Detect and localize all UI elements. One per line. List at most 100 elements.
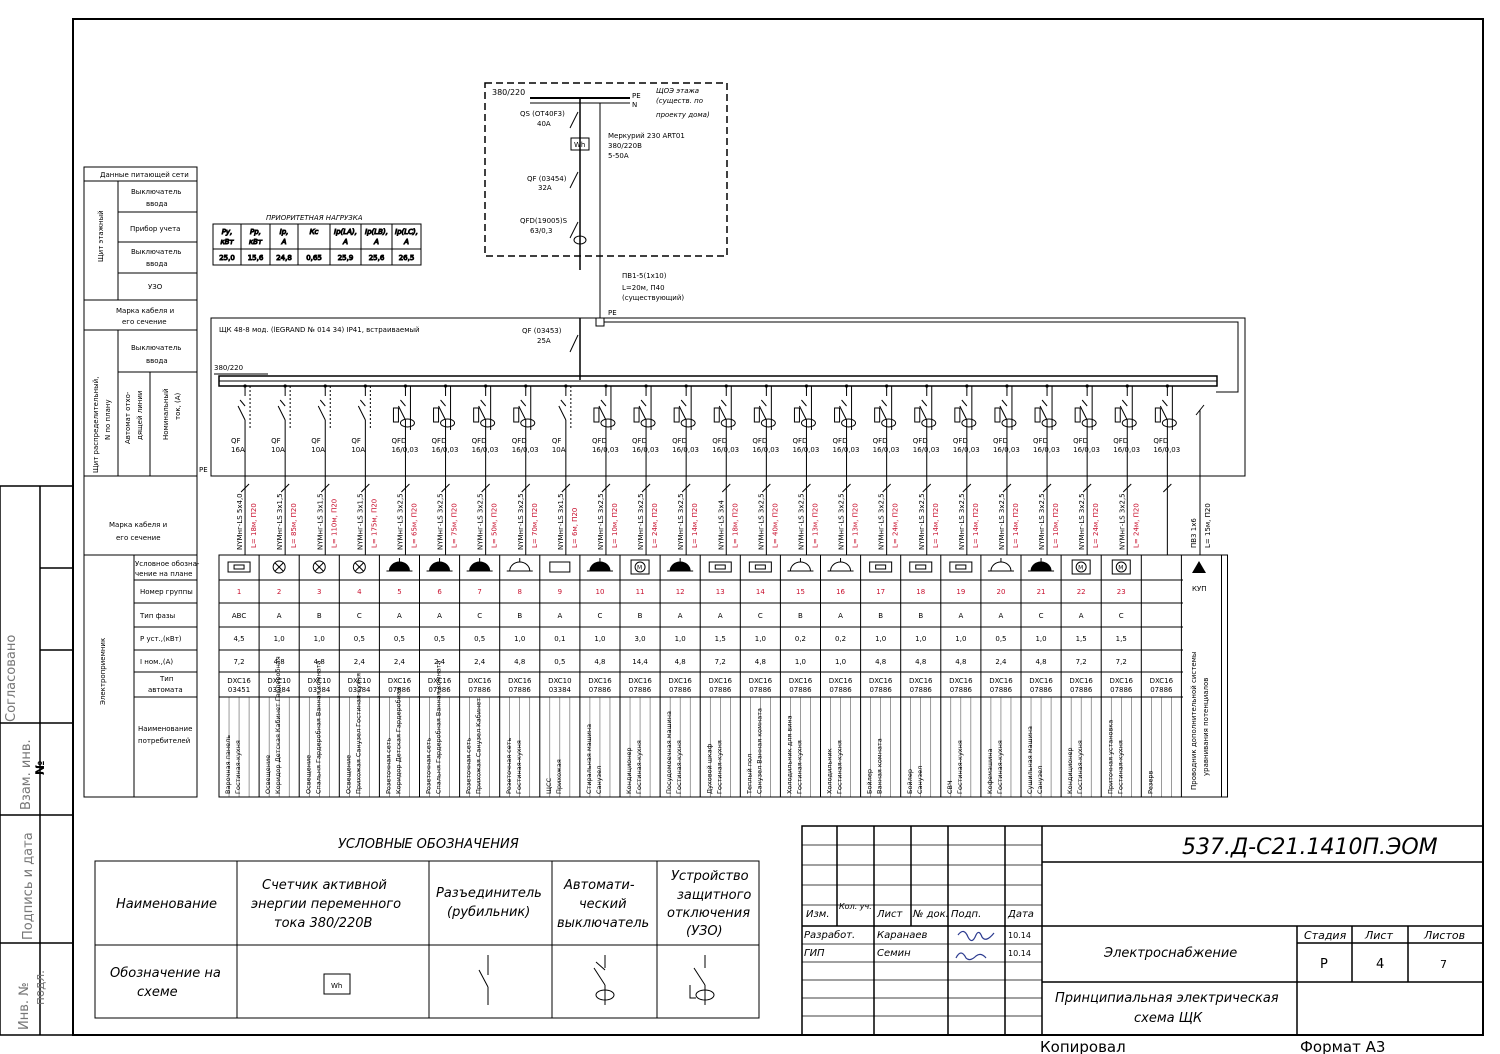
cable-brand: NYMнг-LS 3х2,5 bbox=[637, 493, 645, 550]
stamp-project: Электроснабжение bbox=[1103, 946, 1237, 961]
phase-type: A bbox=[437, 612, 442, 620]
installed-power: 0,5 bbox=[394, 635, 405, 643]
cable-brand: NYMнг-LS 3х1,5 bbox=[276, 493, 284, 550]
priority-header-unit: А bbox=[373, 238, 379, 246]
breaker-rating: 16/0,03 bbox=[792, 446, 819, 454]
socket_f-icon bbox=[386, 558, 413, 572]
lt-panel-switch-2: ввода bbox=[146, 357, 168, 365]
floor-qfd-label: QFD(19005)S bbox=[520, 217, 568, 225]
consumer-room: Гостиная-кухня bbox=[956, 740, 964, 794]
breaker-trip bbox=[760, 399, 767, 407]
cable-length: L= 175м, П20 bbox=[370, 499, 378, 548]
breaker-article: 07886 bbox=[789, 686, 812, 694]
cable-tick bbox=[320, 483, 330, 493]
bus-tap-dot bbox=[804, 384, 809, 388]
svg-text:M: M bbox=[1078, 565, 1083, 572]
bus-tap-dot bbox=[1125, 384, 1129, 388]
motor-icon: M bbox=[1111, 559, 1131, 575]
cable-tick bbox=[280, 483, 290, 493]
stamp-col-rev: Изм. bbox=[806, 909, 830, 920]
phase-type: C bbox=[758, 612, 763, 620]
breaker-rating: 16/0,03 bbox=[1033, 446, 1060, 454]
cable-brand: NYMнг-LS 3х2,5 bbox=[517, 493, 525, 550]
lamp-icon bbox=[312, 560, 326, 574]
consumer-room: Гостиная-кухня bbox=[836, 740, 844, 794]
rcd-block bbox=[633, 407, 640, 423]
legend-rcd-2: защитного bbox=[677, 888, 751, 903]
group-number: 11 bbox=[636, 588, 645, 596]
priority-header-unit: кВт bbox=[249, 238, 263, 246]
consumer-room: Санузел Ванная комната bbox=[755, 708, 763, 794]
breaker-type: QFD bbox=[672, 437, 687, 445]
breaker-contact bbox=[518, 405, 527, 421]
stamp-sheet-label: Лист bbox=[1364, 929, 1393, 942]
bus-tap-dot bbox=[484, 384, 488, 388]
rcd-coil bbox=[399, 418, 415, 428]
floor-voltage: 380/220 bbox=[492, 88, 525, 97]
rcd-coil bbox=[881, 418, 897, 428]
legend: УСЛОВНЫЕ ОБОЗНАЧЕНИЯ Наименование Обозна… bbox=[94, 837, 760, 1019]
group-number: 6 bbox=[437, 588, 442, 596]
floor-qf-rating: 32A bbox=[538, 184, 552, 192]
cable-length: L= 6м, П20 bbox=[571, 508, 579, 548]
heater-icon bbox=[227, 561, 251, 573]
motor-icon: M bbox=[630, 559, 650, 575]
breaker-rating: 16/0,03 bbox=[1073, 446, 1100, 454]
breaker-contact bbox=[879, 405, 888, 421]
cable-tick bbox=[802, 483, 811, 493]
breaker-article: 07886 bbox=[669, 686, 692, 694]
legend-meter-2: энергии переменного bbox=[251, 897, 401, 912]
breaker-contact bbox=[438, 405, 446, 421]
priority-header-unit: А bbox=[403, 238, 409, 246]
svg-text:M: M bbox=[637, 565, 642, 572]
nominal-current: 2,4 bbox=[434, 658, 446, 666]
lt-row-symbol-1: Условное обозна- bbox=[135, 560, 200, 568]
cable-brand: NYMнг-LS 3х2,5 bbox=[477, 493, 485, 550]
breaker-type: QFD bbox=[873, 437, 888, 445]
priority-header-unit: А bbox=[281, 238, 287, 246]
breaker-trip bbox=[961, 399, 968, 407]
breaker-trip bbox=[480, 399, 487, 407]
consumer-room: Коридор Детская Кабинет Гардеробная bbox=[274, 656, 282, 794]
nominal-current: 1,0 bbox=[835, 658, 846, 666]
priority-header: Ру, bbox=[222, 228, 233, 236]
stamp-copied: Копировал bbox=[1040, 1038, 1126, 1054]
consumer-name: Стиральная машина bbox=[585, 724, 593, 794]
breaker-rating: 16/0,03 bbox=[432, 446, 459, 454]
socket_f-icon bbox=[667, 558, 694, 572]
nominal-current: 2,4 bbox=[394, 658, 406, 666]
breaker-contact bbox=[839, 405, 847, 421]
priority-header: Кс bbox=[310, 228, 319, 236]
panel-voltage: 380/220 bbox=[214, 364, 243, 372]
rcd-coil bbox=[680, 418, 696, 428]
phase-type: A bbox=[557, 612, 562, 620]
cable-length: L= 18м, П20 bbox=[250, 503, 258, 548]
breaker-model: DXC16 bbox=[668, 677, 692, 685]
meter-symbol bbox=[570, 137, 590, 151]
phase-type: ABC bbox=[232, 612, 246, 620]
cable-brand: NYMнг-LS 3х2,5 bbox=[878, 493, 886, 550]
kup-length: L= 15м, П20 bbox=[1204, 503, 1212, 548]
breaker-trip bbox=[841, 399, 847, 407]
stamp-sheets: 7 bbox=[1440, 958, 1447, 971]
nominal-current: 7,2 bbox=[715, 658, 726, 666]
bus-tap-dot bbox=[443, 384, 448, 388]
lt-rcd: УЗО bbox=[148, 283, 163, 291]
breaker-model: DXC16 bbox=[829, 677, 853, 685]
socket-icon bbox=[987, 558, 1014, 572]
consumer-room: Гостиная-кухня bbox=[515, 740, 523, 794]
consumer-name: Кондиционер bbox=[1066, 747, 1074, 794]
bus-tap-dot bbox=[323, 384, 327, 388]
breaker-model: DXC16 bbox=[749, 677, 773, 685]
rcd-block bbox=[1114, 407, 1121, 423]
priority-header-unit: кВт bbox=[220, 238, 234, 246]
qs-rating: 40A bbox=[537, 120, 551, 128]
priority-value: 25,6 bbox=[369, 254, 385, 262]
bus-tap-dot bbox=[524, 384, 528, 388]
lt-dist-panel-1: Щит распределительный, bbox=[92, 377, 100, 473]
